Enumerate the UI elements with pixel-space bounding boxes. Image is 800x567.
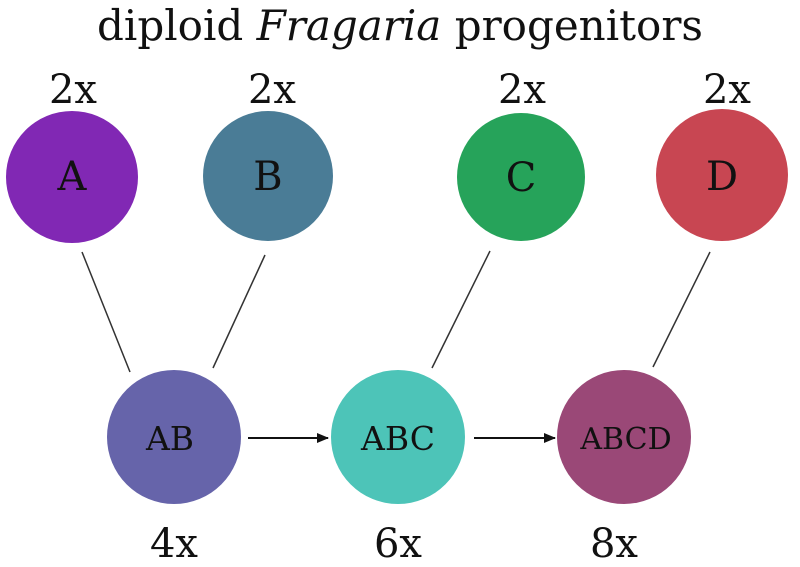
connector-c-abc [432, 251, 490, 368]
ploidy-label-abc: 6x [338, 522, 458, 566]
node-label-abc: ABC [360, 419, 435, 458]
ploidy-label-ab: 4x [114, 522, 234, 566]
node-label-b: B [253, 154, 282, 200]
node-label-ab: AB [145, 419, 194, 458]
connector-d-abcd [653, 252, 710, 367]
node-label-abcd: ABCD [579, 422, 671, 457]
node-label-c: C [506, 155, 537, 201]
node-label-d: D [706, 154, 738, 200]
ploidy-label-abcd: 8x [554, 522, 674, 566]
node-label-a: A [57, 154, 88, 200]
connector-a-ab [82, 252, 130, 372]
connector-b-ab [213, 255, 265, 368]
